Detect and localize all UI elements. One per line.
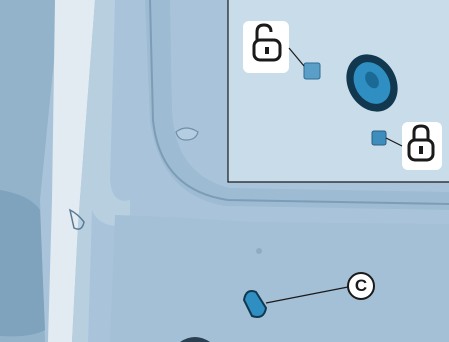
seat-back <box>0 190 45 336</box>
callout-badge-c <box>348 273 374 299</box>
unlock-indicator <box>304 63 320 79</box>
lock-indicator <box>372 131 386 145</box>
trim-clip <box>176 128 198 140</box>
lower-door-panel <box>110 215 449 342</box>
panel-screw <box>256 248 262 254</box>
